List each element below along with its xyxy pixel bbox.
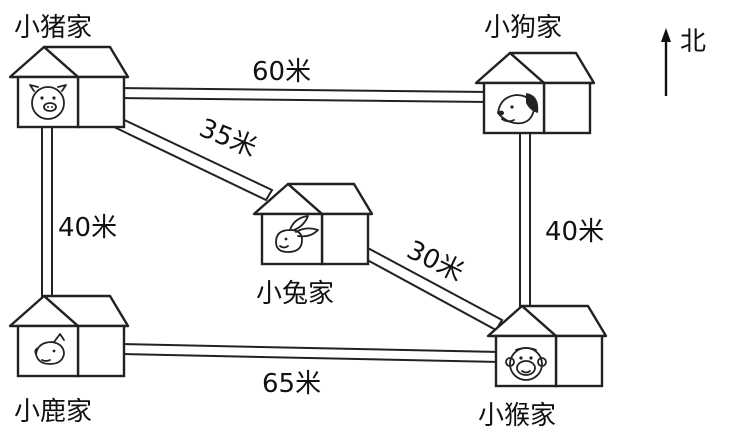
house-rabbit (252, 182, 374, 266)
monkey-face-icon (505, 347, 547, 381)
road-pig-deer (41, 125, 53, 301)
distance-label-pig-deer: 40米 (58, 213, 117, 243)
distance-label-dog-monkey: 40米 (545, 217, 604, 247)
house-label-dog: 小狗家 (484, 13, 562, 43)
house-label-deer: 小鹿家 (14, 397, 92, 427)
house-pig (8, 45, 130, 129)
north-indicator: 北 (661, 27, 706, 96)
house-label-monkey: 小猴家 (478, 401, 556, 431)
house-monkey (486, 304, 608, 388)
pig-face-icon (29, 84, 67, 120)
rabbit-face-icon (275, 215, 319, 253)
road-dog-monkey (519, 131, 531, 311)
house-label-rabbit: 小兔家 (256, 279, 334, 309)
road-pig-dog (117, 86, 491, 104)
deer-face-icon (34, 333, 65, 365)
distance-labels: 60米 35米 40米 40米 30米 65米 (58, 57, 604, 399)
house-dog (474, 51, 596, 135)
north-arrowhead-icon (661, 28, 671, 42)
house-deer (8, 294, 130, 378)
dog-face-icon (497, 93, 539, 125)
north-label: 北 (680, 27, 706, 57)
distance-label-pig-rabbit: 35米 (195, 113, 261, 163)
house-label-pig: 小猪家 (14, 13, 92, 43)
distance-label-deer-monkey: 65米 (262, 369, 321, 399)
road-deer-monkey (119, 342, 501, 364)
distance-label-pig-dog: 60米 (252, 57, 311, 87)
